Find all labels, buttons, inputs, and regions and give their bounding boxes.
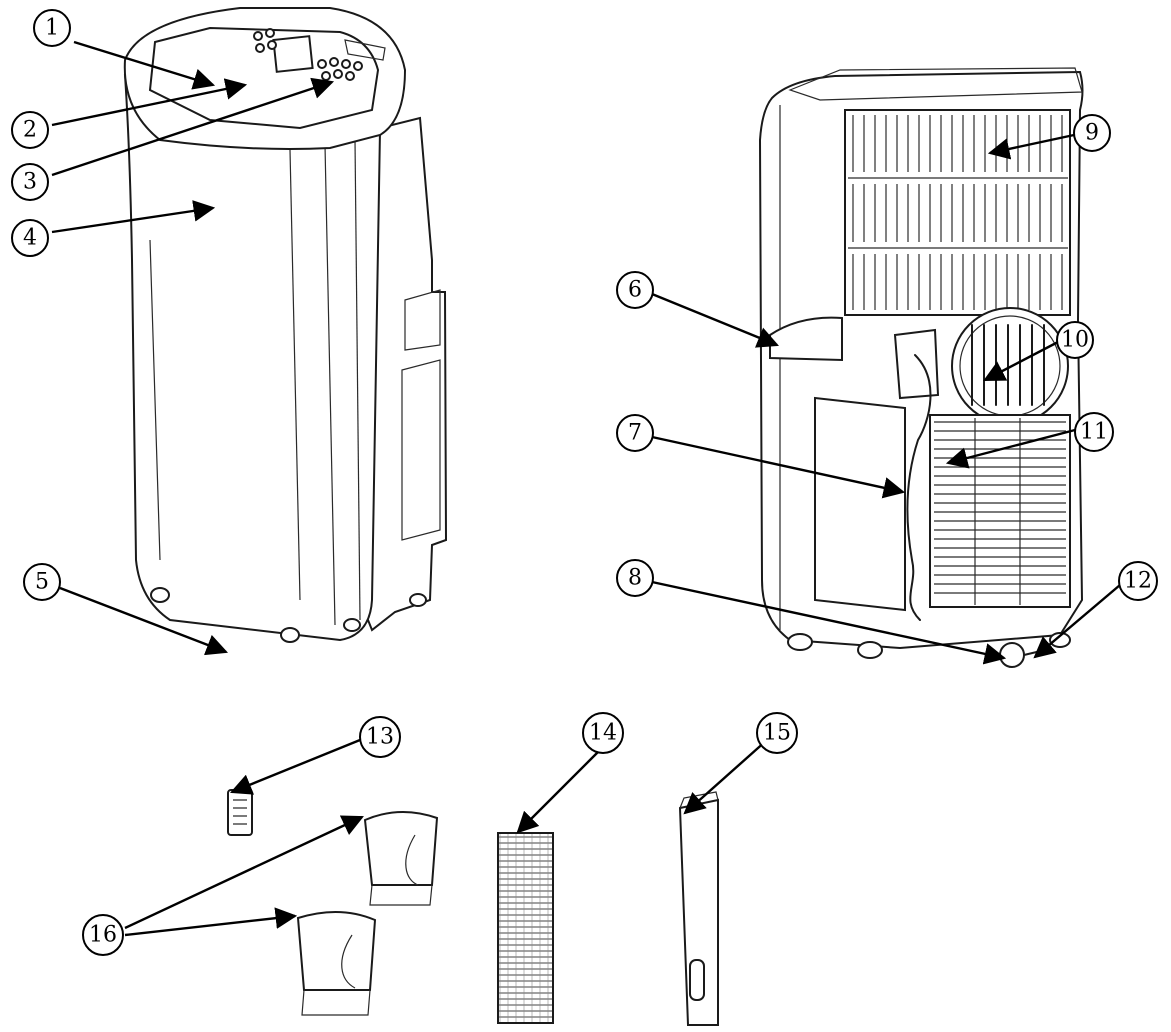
- callout-15: 15: [756, 712, 798, 754]
- callout-15-label: 15: [763, 721, 791, 746]
- callout-8-label: 8: [628, 566, 642, 591]
- window-adaptor-upper: [363, 810, 439, 906]
- front-unit: [123, 7, 448, 643]
- exhaust-hose: [497, 832, 554, 1024]
- control-buttons: [253, 28, 363, 81]
- front-unit-body: [123, 68, 382, 642]
- callout-arrows: [51, 40, 1121, 937]
- callout-4-label: 4: [23, 226, 37, 251]
- callout-10-label: 10: [1061, 328, 1089, 353]
- callout-7-label: 7: [628, 421, 642, 446]
- power-cord-holder: [893, 328, 940, 400]
- callout-16: 16: [82, 914, 124, 956]
- control-panel: [148, 26, 380, 130]
- control-display: [272, 35, 314, 73]
- callout-11: 11: [1074, 412, 1114, 452]
- upper-air-filter-grille: [844, 109, 1071, 316]
- callout-13-label: 13: [366, 725, 394, 750]
- front-unit-side-panel: [358, 116, 448, 632]
- front-unit-panel-crease-side: [324, 144, 336, 626]
- callout-14: 14: [582, 712, 624, 754]
- callout-12: 12: [1118, 561, 1158, 601]
- callout-13: 13: [359, 716, 401, 758]
- callout-3: 3: [11, 163, 49, 201]
- callout-5-label: 5: [35, 570, 49, 595]
- remote-control: [227, 789, 253, 836]
- rear-unit-top-edge: [788, 67, 1083, 101]
- front-unit-panel-crease-left: [149, 239, 161, 561]
- callout-3-label: 3: [23, 170, 37, 195]
- callout-7: 7: [616, 414, 654, 452]
- window-adaptor-lower: [296, 910, 377, 1016]
- front-unit-side-handle: [401, 289, 441, 541]
- callout-14-label: 14: [589, 721, 617, 746]
- callout-11-label: 11: [1080, 420, 1108, 445]
- power-cord: [906, 354, 932, 621]
- callout-2: 2: [11, 111, 49, 149]
- front-unit-panel-crease-right: [289, 149, 301, 601]
- rear-unit-access-panel: [814, 396, 906, 612]
- callout-6-label: 6: [628, 278, 642, 303]
- callout-9-label: 9: [1085, 121, 1099, 146]
- front-unit-casters: [150, 587, 427, 643]
- callout-1-label: 1: [45, 16, 59, 41]
- callout-1: 1: [33, 9, 71, 47]
- callout-10: 10: [1056, 321, 1094, 359]
- window-slider-kit: [678, 791, 719, 1026]
- callout-16-label: 16: [89, 923, 117, 948]
- callout-4: 4: [11, 219, 49, 257]
- callout-5: 5: [23, 563, 61, 601]
- rear-unit-handle-recess: [769, 316, 843, 362]
- callout-8: 8: [616, 559, 654, 597]
- lower-air-filter-grille: [929, 414, 1071, 608]
- callout-2-label: 2: [23, 118, 37, 143]
- callout-6: 6: [616, 271, 654, 309]
- front-unit-panel-crease-mid: [354, 139, 361, 621]
- callout-9: 9: [1073, 114, 1111, 152]
- front-unit-top-handle: [344, 39, 386, 61]
- rear-unit: [758, 67, 1084, 668]
- callout-12-label: 12: [1124, 569, 1152, 594]
